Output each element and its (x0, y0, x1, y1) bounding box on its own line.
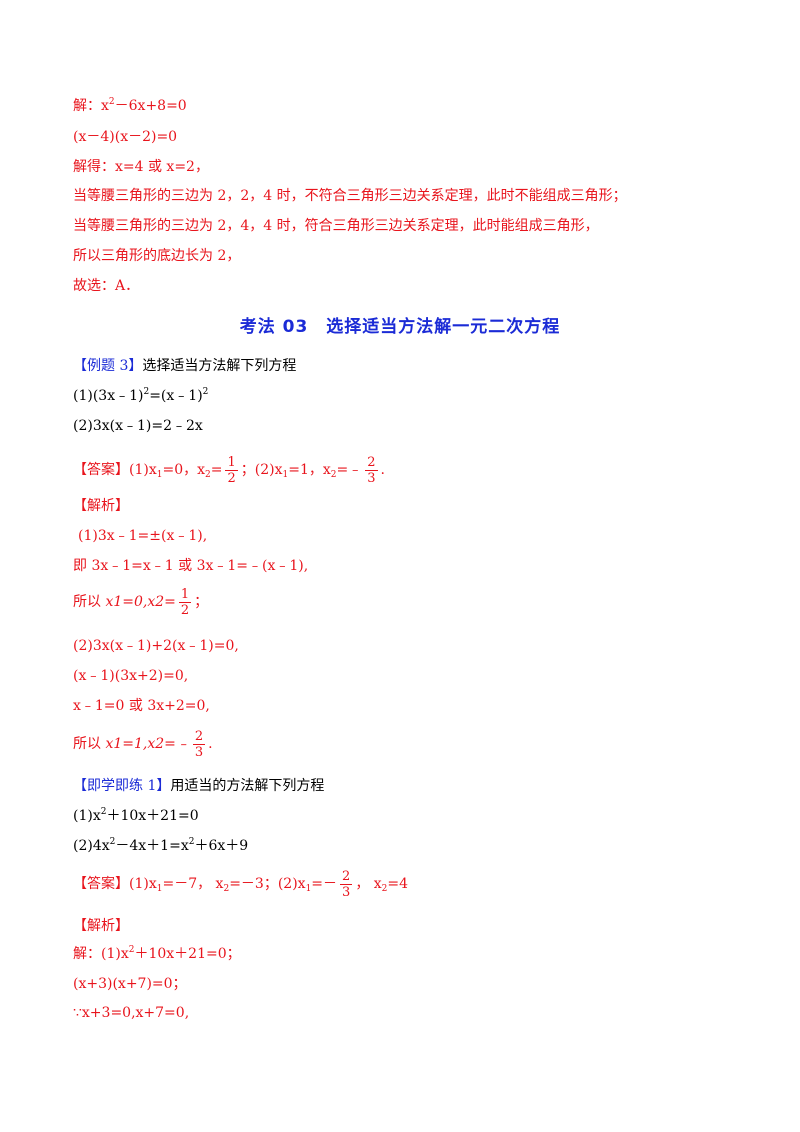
analysis-line-4: (2)3x(x﹣1)+2(x﹣1)=0, (73, 638, 239, 654)
analysis-line-1: (1)3x﹣1=±(x﹣1), (78, 528, 208, 544)
solution-line-4: 当等腰三角形的三边为 2，2，4 时，不符合三角形三边关系定理，此时不能组成三角… (73, 188, 627, 204)
example3-prompt: 选择适当方法解下列方程 (142, 358, 297, 374)
answer-tag: 【答案】 (73, 462, 129, 478)
practice1-analysis-line-3: ∵x+3=0,x+7=0, (73, 1005, 190, 1021)
practice1-analysis-line-2: (x+3)(x+7)=0； (73, 976, 187, 992)
analysis-line-2: 即 3x﹣1=x﹣1 或 3x﹣1=﹣(x﹣1), (73, 558, 309, 574)
analysis-line-5: (x﹣1)(3x+2)=0, (73, 668, 189, 684)
solution-line-1: 解：x2－6x+8=0 (73, 97, 187, 115)
section-title: 考法 03 选择适当方法解一元二次方程 (239, 317, 561, 337)
solution-line-2: (x－4)(x－2)=0 (73, 129, 178, 145)
example3-analysis-tag: 【解析】 (73, 498, 129, 514)
practice1-tag: 【即学即练 1】 (73, 778, 171, 794)
analysis-line-6: x﹣1=0 或 3x+2=0, (73, 698, 210, 714)
example3-heading: 【例题 3】选择适当方法解下列方程 (73, 356, 296, 376)
solution-line-3: 解得：x=4 或 x=2， (73, 159, 209, 175)
practice1-equation-1: (1)x2＋10x＋21=0 (73, 807, 199, 825)
practice1-equation-2: (2)4x2－4x＋1=x2＋6x＋9 (73, 837, 249, 855)
example3-equation-2: (2)3x(x﹣1)=2﹣2x (73, 418, 203, 434)
practice1-analysis-line-1: 解：(1)x2＋10x＋21=0； (73, 945, 241, 963)
practice1-prompt: 用适当的方法解下列方程 (170, 778, 325, 794)
example3-equation-1: (1)(3x﹣1)2=(x﹣1)2 (73, 387, 209, 405)
example3-tag: 【例题 3】 (73, 358, 143, 374)
practice1-analysis-tag: 【解析】 (73, 918, 129, 934)
solution-line-5: 当等腰三角形的三边为 2，4，4 时，符合三角形三边关系定理，此时能组成三角形， (73, 218, 599, 234)
practice1-heading: 【即学即练 1】用适当的方法解下列方程 (73, 776, 324, 796)
solution-line-6: 所以三角形的底边长为 2， (73, 248, 241, 264)
solution-line-7: 故选：A． (73, 278, 140, 294)
answer-tag: 【答案】 (73, 876, 129, 892)
